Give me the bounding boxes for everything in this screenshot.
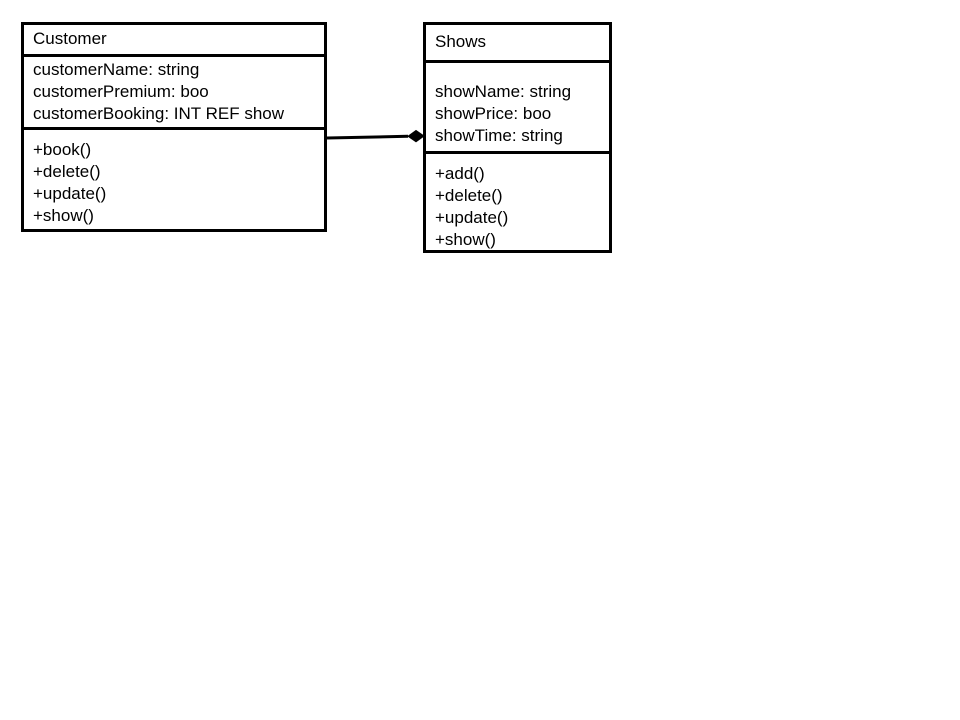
shows-class-name-section: Shows [426, 25, 609, 60]
customer-operation: +update() [33, 184, 107, 203]
composition-diamond-icon [407, 129, 425, 143]
customer-operations-section: +book() +delete() +update() +show() [24, 127, 324, 227]
customer-class-name-section: Customer [24, 25, 324, 54]
customer-attribute: customerPremium: boo [33, 82, 209, 101]
shows-attribute: showName: string [435, 82, 572, 101]
customer-class-name: Customer [33, 29, 107, 48]
customer-attribute: customerName: string [33, 60, 200, 79]
shows-operation: +delete() [435, 186, 503, 205]
customer-attribute: customerBooking: INT REF show [33, 104, 284, 123]
shows-operation: +add() [435, 164, 485, 183]
customer-class[interactable]: Customer customerName: string customerPr… [21, 22, 327, 232]
shows-class[interactable]: Shows showName: string showPrice: boo sh… [423, 22, 612, 253]
customer-operation: +delete() [33, 162, 101, 181]
customer-operation: +show() [33, 206, 94, 225]
customer-operation: +book() [33, 140, 92, 159]
shows-operation: +update() [435, 208, 509, 227]
shows-attribute: showPrice: boo [435, 104, 552, 123]
shows-attributes-section: showName: string showPrice: boo showTime… [426, 60, 609, 151]
shows-attribute: showTime: string [435, 126, 563, 145]
association-line [326, 134, 409, 140]
shows-operations-section: +add() +delete() +update() +show() [426, 151, 609, 251]
customer-attributes-section: customerName: string customerPremium: bo… [24, 54, 324, 127]
shows-class-name: Shows [435, 32, 487, 51]
shows-operation: +show() [435, 230, 496, 249]
